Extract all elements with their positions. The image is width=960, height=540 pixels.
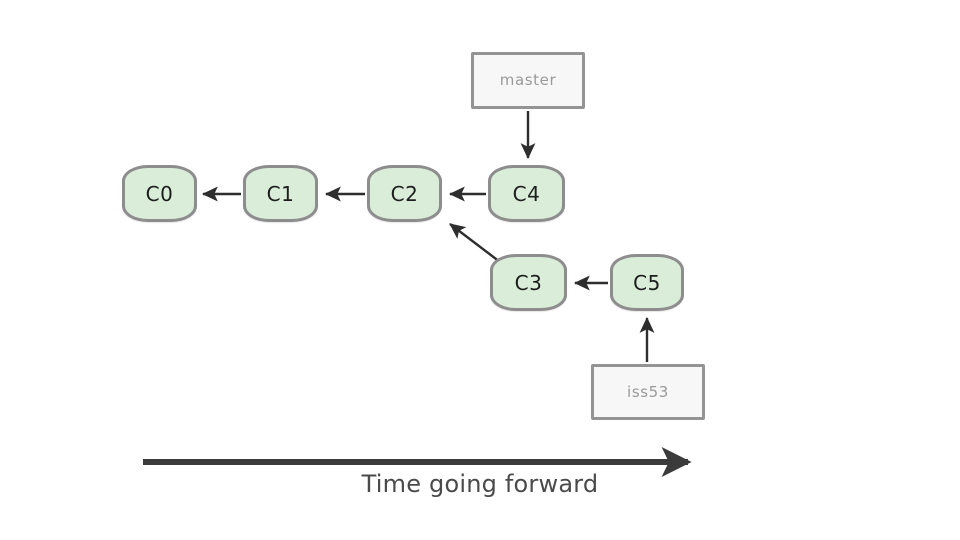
branch-label-text: iss53 — [627, 382, 669, 401]
commit-label: C4 — [512, 181, 541, 206]
commit-node-c2[interactable]: C2 — [367, 165, 442, 222]
branch-label-master[interactable]: master — [471, 52, 585, 109]
branch-label-iss53[interactable]: iss53 — [591, 364, 705, 420]
commit-label: C5 — [633, 270, 661, 295]
commit-label: C2 — [390, 181, 419, 206]
commit-node-c4[interactable]: C4 — [488, 165, 565, 222]
commit-label: C0 — [145, 181, 174, 206]
commit-node-c0[interactable]: C0 — [122, 165, 197, 222]
branch-label-text: master — [499, 71, 557, 89]
commit-label: C3 — [514, 270, 543, 295]
commit-node-c3[interactable]: C3 — [490, 254, 567, 311]
commit-label: C1 — [266, 181, 295, 206]
commit-node-c1[interactable]: C1 — [243, 165, 318, 222]
edge-c3-to-c2 — [449, 223, 501, 263]
timeline-caption: Time going forward — [361, 470, 599, 498]
commit-node-c5[interactable]: C5 — [610, 254, 684, 311]
